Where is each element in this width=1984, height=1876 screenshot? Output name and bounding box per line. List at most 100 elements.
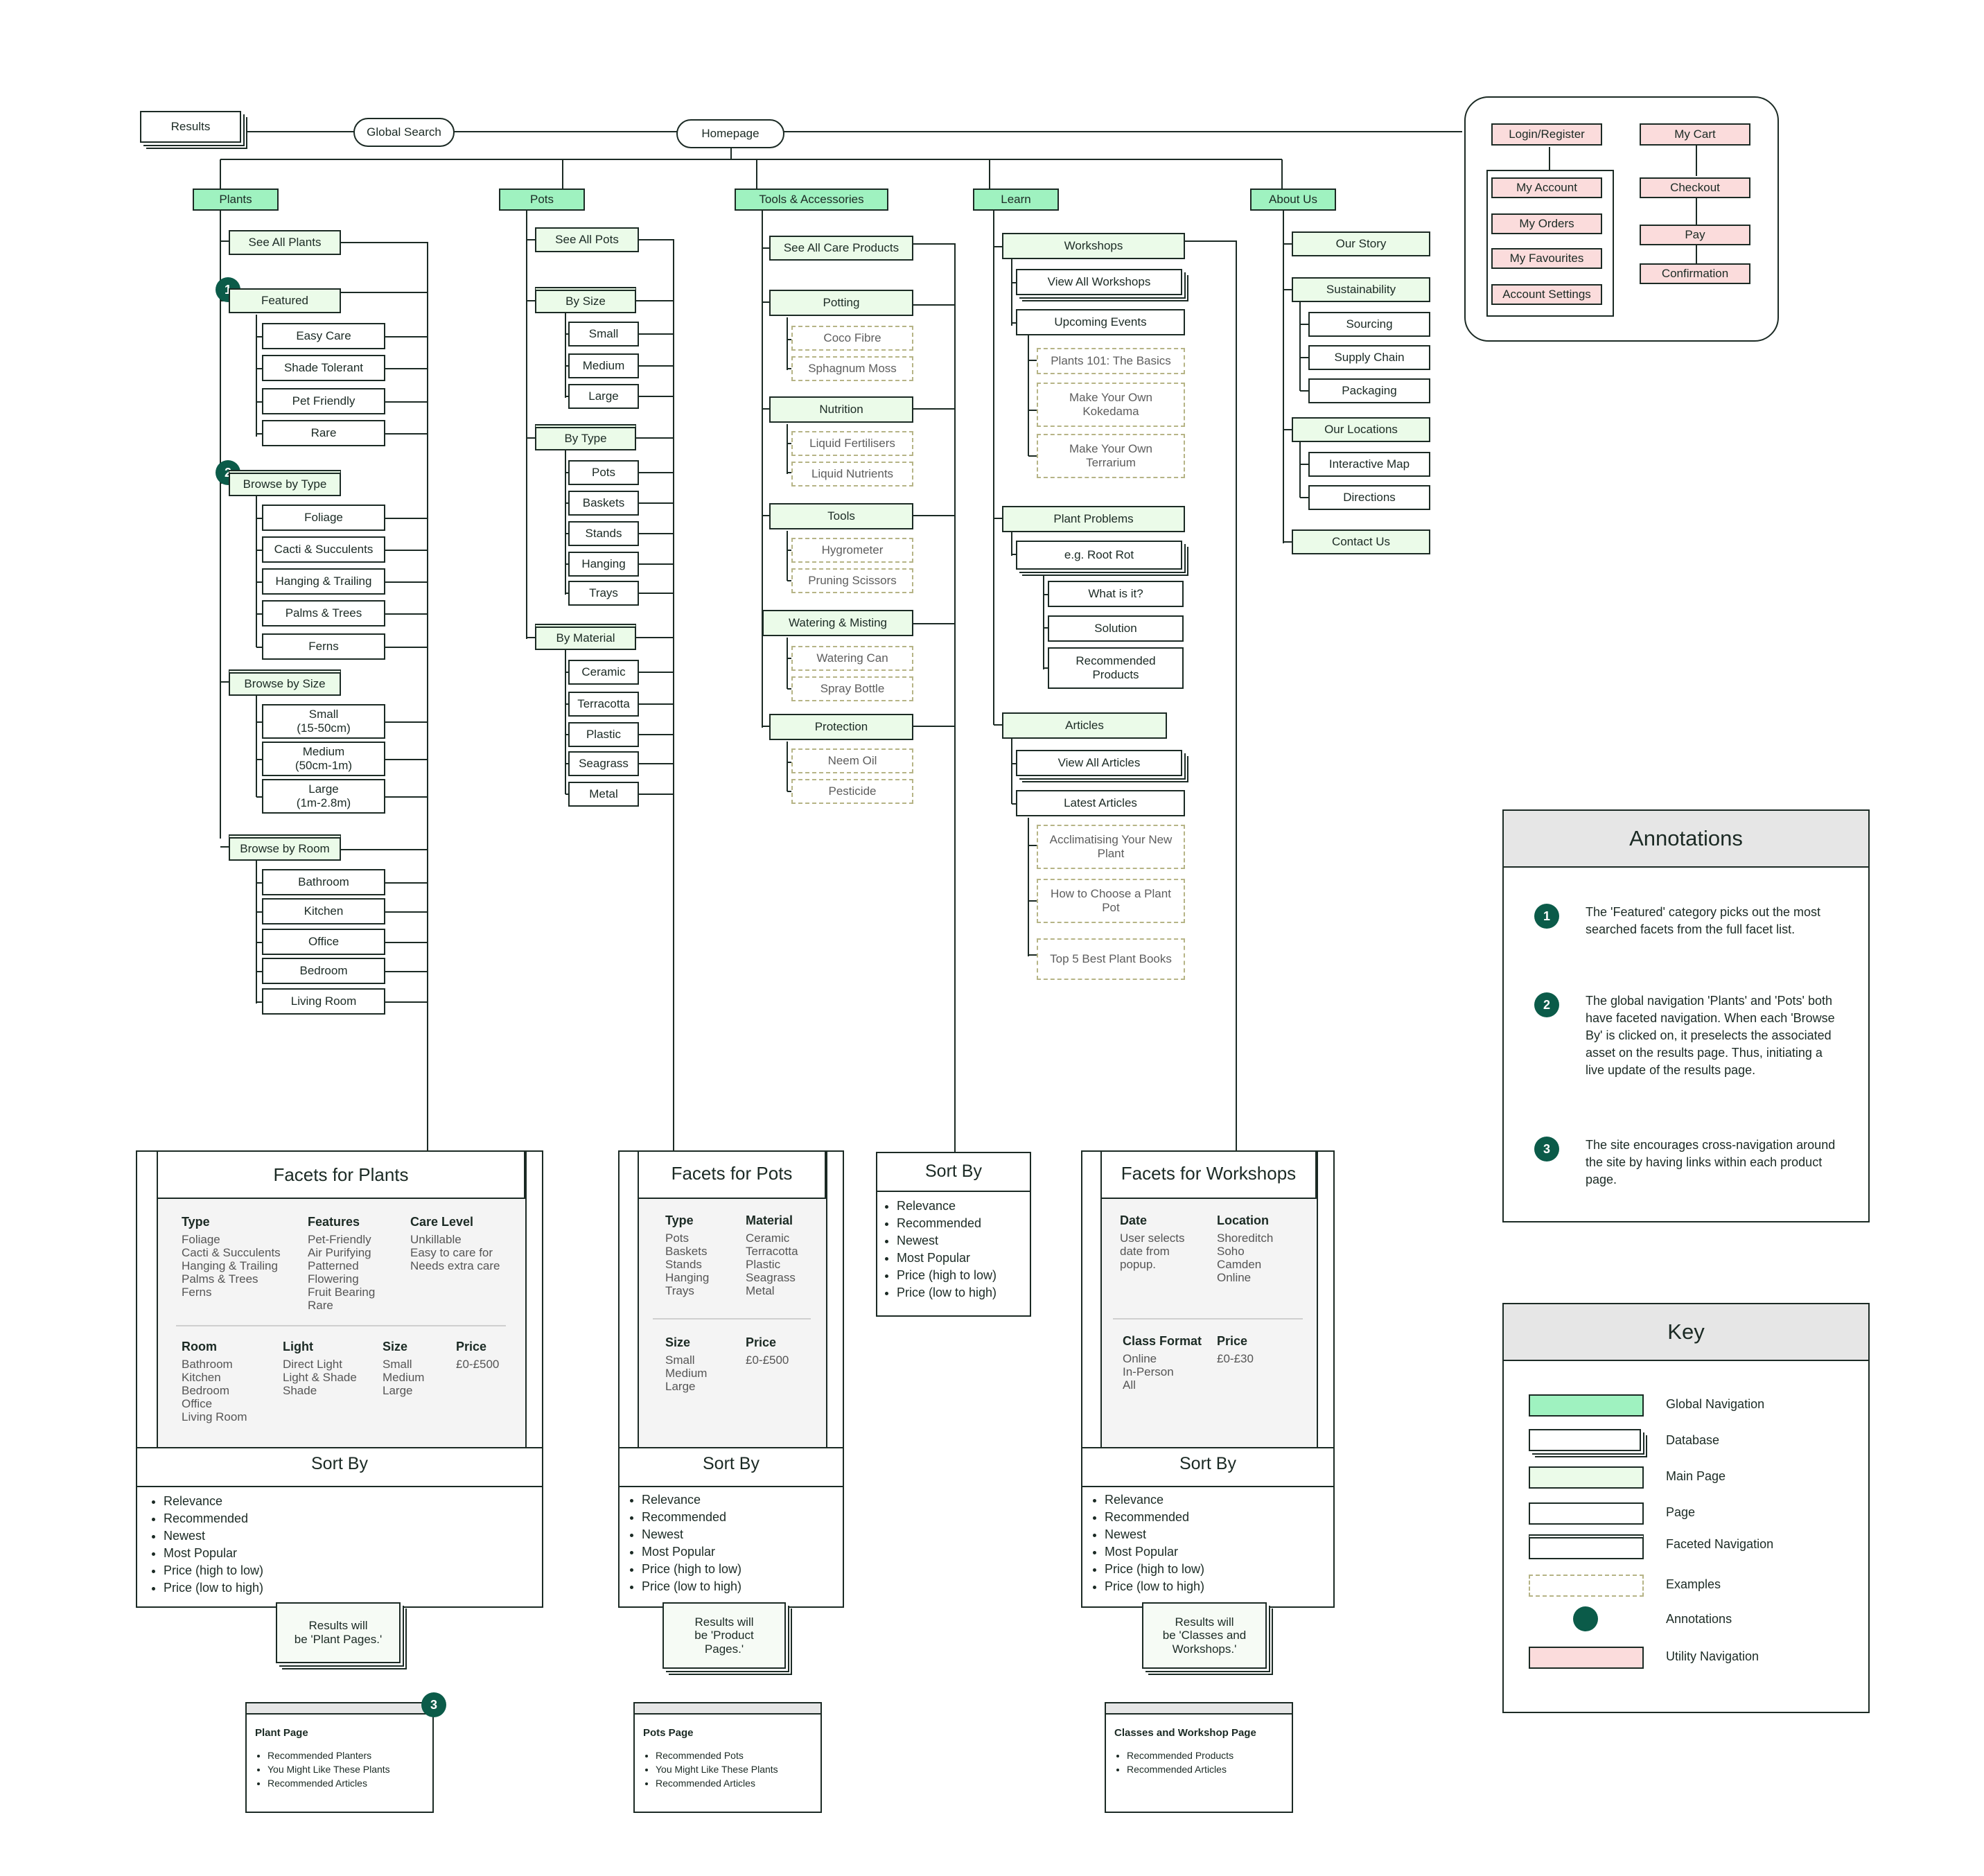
sort-option[interactable]: Price (low to high) xyxy=(1105,1578,1204,1595)
plants-type-item[interactable]: Palms & Trees xyxy=(262,600,385,626)
upcoming-events[interactable]: Upcoming Events xyxy=(1016,309,1185,335)
pots-size-item[interactable]: Medium xyxy=(568,353,639,378)
our-locations[interactable]: Our Locations xyxy=(1292,417,1430,442)
view-all-articles[interactable]: View All Articles xyxy=(1016,750,1182,776)
sort-option[interactable]: Relevance xyxy=(642,1491,741,1509)
pots-page[interactable]: Pots Page Recommended Pots You Might Lik… xyxy=(633,1702,822,1813)
latest-articles[interactable]: Latest Articles xyxy=(1016,790,1185,816)
pots-by-size[interactable]: By Size xyxy=(535,287,636,313)
pots-by-type[interactable]: By Type xyxy=(535,424,636,450)
sort-option[interactable]: Price (high to low) xyxy=(1105,1561,1204,1578)
sort-option[interactable]: Price (low to high) xyxy=(897,1284,997,1301)
plants-featured-item[interactable]: Rare xyxy=(262,420,385,446)
sort-option[interactable]: Recommended xyxy=(642,1509,741,1526)
sustainability-item[interactable]: Supply Chain xyxy=(1308,345,1430,370)
tools-group[interactable]: Protection xyxy=(769,714,913,740)
nav-plants[interactable]: Plants xyxy=(193,189,279,211)
plant-page[interactable]: Plant Page Recommended Planters You Migh… xyxy=(245,1702,434,1813)
tools-group[interactable]: Nutrition xyxy=(769,396,913,423)
sort-option[interactable]: Newest xyxy=(897,1232,997,1250)
sort-option[interactable]: Recommended xyxy=(164,1510,263,1527)
plants-type-item[interactable]: Hanging & Trailing xyxy=(262,568,385,595)
pots-by-material[interactable]: By Material xyxy=(535,624,636,650)
homepage[interactable]: Homepage xyxy=(676,119,784,148)
problem-item[interactable]: What is it? xyxy=(1048,581,1184,607)
plants-browse-by-room[interactable]: Browse by Room xyxy=(229,834,341,861)
pots-material-item[interactable]: Plastic xyxy=(568,722,639,747)
see-all-care-products[interactable]: See All Care Products xyxy=(769,236,913,261)
pots-type-item[interactable]: Trays xyxy=(568,581,639,606)
plants-size-item[interactable]: Medium (50cm-1m) xyxy=(262,742,385,776)
pots-size-item[interactable]: Small xyxy=(568,322,639,347)
pay[interactable]: Pay xyxy=(1640,225,1750,245)
sustainability[interactable]: Sustainability xyxy=(1292,277,1430,302)
plants-type-item[interactable]: Ferns xyxy=(262,633,385,660)
pots-size-item[interactable]: Large xyxy=(568,384,639,409)
sort-option[interactable]: Most Popular xyxy=(164,1545,263,1562)
plants-room-item[interactable]: Office xyxy=(262,929,385,955)
nav-about-us[interactable]: About Us xyxy=(1250,189,1336,211)
sort-option[interactable]: Recommended xyxy=(1105,1509,1204,1526)
my-favourites[interactable]: My Favourites xyxy=(1491,248,1602,269)
learn-workshops[interactable]: Workshops xyxy=(1002,233,1185,259)
plants-room-item[interactable]: Kitchen xyxy=(262,898,385,924)
contact-us[interactable]: Contact Us xyxy=(1292,529,1430,554)
plants-size-item[interactable]: Large (1m-2.8m) xyxy=(262,779,385,814)
plants-type-item[interactable]: Cacti & Succulents xyxy=(262,536,385,563)
sort-option[interactable]: Most Popular xyxy=(1105,1543,1204,1561)
my-orders[interactable]: My Orders xyxy=(1491,213,1602,234)
pots-material-item[interactable]: Metal xyxy=(568,782,639,807)
root-rot[interactable]: e.g. Root Rot xyxy=(1016,541,1182,570)
sort-option[interactable]: Newest xyxy=(642,1526,741,1543)
global-search[interactable]: Global Search xyxy=(353,118,455,147)
location-item[interactable]: Interactive Map xyxy=(1308,452,1430,477)
tools-group[interactable]: Watering & Misting xyxy=(762,610,913,636)
plants-browse-by-type[interactable]: Browse by Type xyxy=(229,470,341,496)
sort-option[interactable]: Recommended xyxy=(897,1215,997,1232)
sort-option[interactable]: Price (low to high) xyxy=(164,1579,263,1597)
plants-room-item[interactable]: Bathroom xyxy=(262,869,385,895)
pots-type-item[interactable]: Pots xyxy=(568,460,639,485)
plants-featured-item[interactable]: Pet Friendly xyxy=(262,388,385,414)
pots-material-item[interactable]: Terracotta xyxy=(568,692,639,717)
nav-learn[interactable]: Learn xyxy=(973,189,1059,211)
sort-option[interactable]: Newest xyxy=(164,1527,263,1545)
nav-pots[interactable]: Pots xyxy=(499,189,585,211)
plants-browse-by-size[interactable]: Browse by Size xyxy=(229,669,341,696)
account-settings[interactable]: Account Settings xyxy=(1491,284,1602,305)
sustainability-item[interactable]: Sourcing xyxy=(1308,312,1430,337)
plants-featured[interactable]: Featured xyxy=(229,288,341,313)
confirmation[interactable]: Confirmation xyxy=(1640,263,1750,284)
sustainability-item[interactable]: Packaging xyxy=(1308,378,1430,403)
sort-option[interactable]: Price (high to low) xyxy=(897,1267,997,1284)
view-all-workshops[interactable]: View All Workshops xyxy=(1016,269,1182,295)
my-account[interactable]: My Account xyxy=(1491,177,1602,198)
sort-option[interactable]: Most Popular xyxy=(642,1543,741,1561)
pots-type-item[interactable]: Stands xyxy=(568,521,639,546)
learn-plant-problems[interactable]: Plant Problems xyxy=(1002,506,1185,532)
problem-item[interactable]: Solution xyxy=(1048,615,1184,642)
see-all-plants[interactable]: See All Plants xyxy=(229,230,341,255)
plants-featured-item[interactable]: Easy Care xyxy=(262,323,385,349)
plants-room-item[interactable]: Living Room xyxy=(262,988,385,1015)
nav-tools-accessories[interactable]: Tools & Accessories xyxy=(735,189,888,211)
checkout[interactable]: Checkout xyxy=(1640,177,1750,198)
sort-option[interactable]: Relevance xyxy=(164,1493,263,1510)
see-all-pots[interactable]: See All Pots xyxy=(535,227,639,252)
problem-item[interactable]: Recommended Products xyxy=(1048,647,1184,689)
pots-type-item[interactable]: Baskets xyxy=(568,491,639,516)
plants-featured-item[interactable]: Shade Tolerant xyxy=(262,355,385,381)
sort-option[interactable]: Price (low to high) xyxy=(642,1578,741,1595)
pots-material-item[interactable]: Seagrass xyxy=(568,751,639,776)
sort-option[interactable]: Relevance xyxy=(897,1198,997,1215)
tools-group[interactable]: Potting xyxy=(769,290,913,316)
login-register[interactable]: Login/Register xyxy=(1491,123,1602,146)
learn-articles[interactable]: Articles xyxy=(1002,712,1167,739)
pots-type-item[interactable]: Hanging xyxy=(568,552,639,577)
our-story[interactable]: Our Story xyxy=(1292,231,1430,256)
sort-option[interactable]: Price (high to low) xyxy=(164,1562,263,1579)
plants-size-item[interactable]: Small (15-50cm) xyxy=(262,704,385,739)
results-database[interactable]: Results xyxy=(140,111,241,143)
plants-type-item[interactable]: Foliage xyxy=(262,505,385,531)
location-item[interactable]: Directions xyxy=(1308,485,1430,510)
